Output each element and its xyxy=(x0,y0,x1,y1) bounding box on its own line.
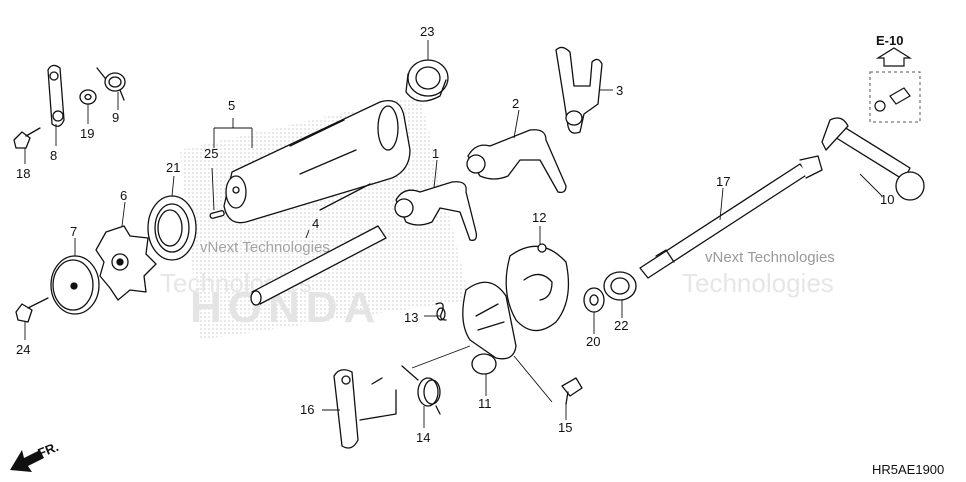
watermark-text-left: vNext Technologies xyxy=(200,239,330,256)
part-6-drum-cam xyxy=(95,225,157,301)
callout-4: 4 xyxy=(312,216,319,231)
callout-23: 23 xyxy=(420,24,434,39)
part-2-shift-fork xyxy=(466,129,567,194)
part-23-bearing xyxy=(405,59,449,102)
part-24-bolt xyxy=(15,297,49,323)
watermark-text-right: vNext Technologies xyxy=(705,249,835,266)
part-4-fork-shaft xyxy=(250,225,387,306)
front-arrow-icon: FR. xyxy=(10,439,61,472)
callout-12: 12 xyxy=(532,210,546,225)
part-22-bearing xyxy=(603,271,637,301)
callout-17: 17 xyxy=(716,174,730,189)
part-10-shaft xyxy=(821,117,925,201)
part-21-bearing xyxy=(147,195,197,261)
part-20-washer xyxy=(583,287,605,313)
callout-15: 15 xyxy=(558,420,572,435)
part-17-shift-shaft xyxy=(639,155,823,279)
leader-lines xyxy=(24,40,883,428)
callout-19: 19 xyxy=(80,126,94,141)
part-9-spring xyxy=(96,67,126,101)
callout-11: 11 xyxy=(478,396,492,411)
part-18-bolt xyxy=(13,127,41,149)
part-13-spring xyxy=(435,302,447,321)
callout-10: 10 xyxy=(880,192,894,207)
callout-8: 8 xyxy=(50,148,57,163)
callout-14: 14 xyxy=(416,430,430,445)
callout-18: 18 xyxy=(16,166,30,181)
part-12-stopper-plate xyxy=(505,243,570,332)
ref-bolt xyxy=(874,87,911,112)
callout-3: 3 xyxy=(616,83,623,98)
callout-labels: 1 2 3 4 5 6 7 8 9 10 11 12 13 14 15 16 1… xyxy=(16,24,894,445)
callout-20: 20 xyxy=(586,334,600,349)
callout-24: 24 xyxy=(16,342,30,357)
part-11-shift-arm xyxy=(462,281,517,375)
callout-9: 9 xyxy=(112,110,119,125)
part-7-plate xyxy=(50,255,100,315)
diagram-code: HR5AE1900 xyxy=(872,462,944,477)
callout-13: 13 xyxy=(404,310,418,325)
callout-6: 6 xyxy=(120,188,127,203)
callout-1: 1 xyxy=(432,146,439,161)
callout-21: 21 xyxy=(166,160,180,175)
part-1-shift-fork xyxy=(394,181,478,241)
part-3-shift-fork xyxy=(555,46,603,134)
part-16-shift-arm xyxy=(333,369,397,449)
ref-arrow-up-icon xyxy=(875,47,913,67)
part-5-shift-drum xyxy=(223,99,411,224)
front-mark-label: FR. xyxy=(36,439,61,461)
part-19-washer xyxy=(79,89,97,105)
part-15-bolt xyxy=(561,377,583,405)
callout-16: 16 xyxy=(300,402,314,417)
part-14-torsion-spring xyxy=(401,365,441,415)
ref-box-frame xyxy=(869,71,921,123)
callout-22: 22 xyxy=(614,318,628,333)
callout-5: 5 xyxy=(228,98,235,113)
watermark-big-right: Technologies xyxy=(682,268,834,298)
part-8-stopper-arm xyxy=(47,64,65,127)
callout-7: 7 xyxy=(70,224,77,239)
callout-2: 2 xyxy=(512,96,519,111)
ref-box-label: E-10 xyxy=(876,33,903,48)
part-25-pin xyxy=(209,210,225,219)
callout-25: 25 xyxy=(204,146,218,161)
